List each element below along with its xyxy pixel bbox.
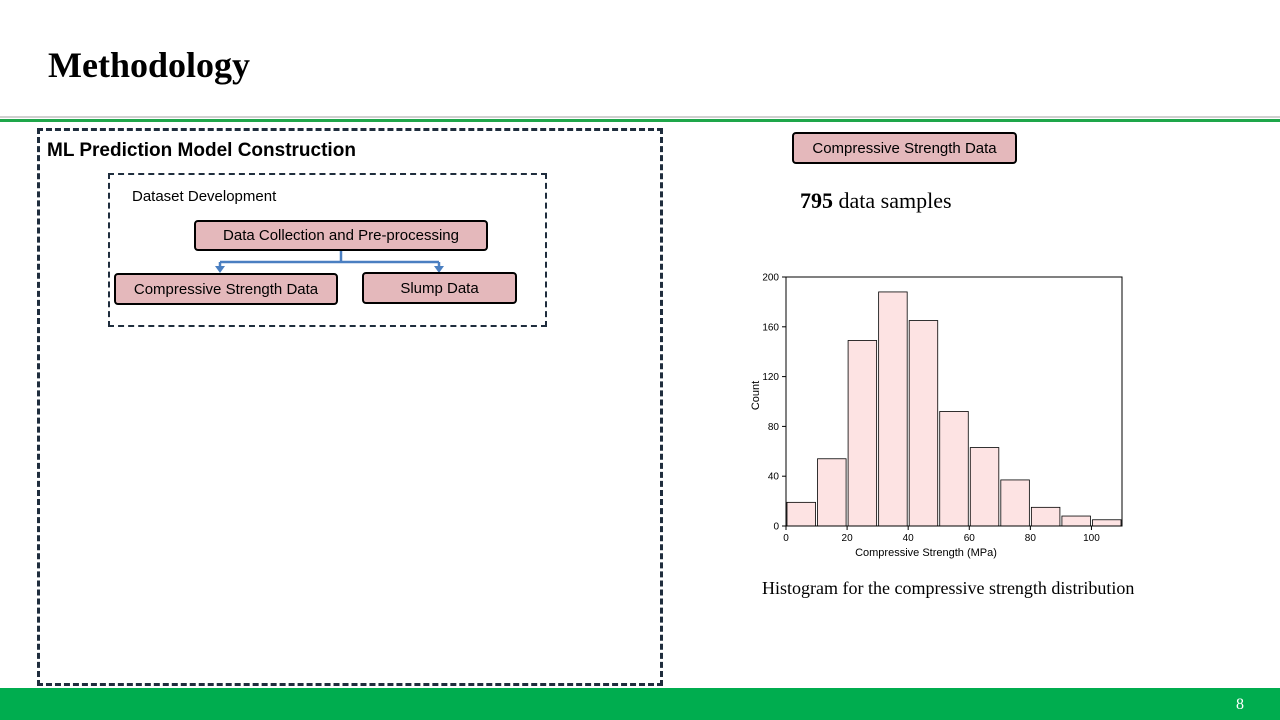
y-tick-label: 80 [768, 422, 780, 433]
histogram-bar [939, 411, 969, 527]
histogram-bar [969, 447, 1000, 527]
sample-count-text: 795 data samples [800, 188, 952, 214]
histogram-bar [1092, 519, 1122, 527]
x-tick-label: 80 [1025, 533, 1037, 544]
arrow-right-head [434, 266, 444, 273]
compressive-strength-data-box: Compressive Strength Data [114, 273, 338, 305]
histogram-bar [786, 501, 816, 527]
histogram-bar [908, 320, 939, 527]
dataset-development-frame [108, 173, 547, 327]
y-tick-label: 120 [762, 372, 779, 383]
header-divider-gray [0, 116, 1280, 118]
histogram-bar [847, 340, 878, 527]
x-tick-label: 0 [783, 533, 789, 544]
x-tick-label: 100 [1083, 533, 1100, 544]
histogram-caption: Histogram for the compressive strength d… [762, 578, 1135, 598]
x-tick-label: 60 [964, 533, 976, 544]
histogram-bar [1030, 506, 1061, 527]
y-tick-label: 160 [762, 322, 779, 333]
y-tick-label: 200 [762, 273, 779, 284]
sample-count: 795 [800, 188, 833, 213]
histogram-bar [878, 291, 908, 527]
page-number: 8 [1236, 696, 1244, 713]
slump-data-box: Slump Data [362, 272, 517, 304]
dataset-development-title: Dataset Development [132, 188, 277, 205]
histogram-bar [1000, 479, 1030, 527]
model-construction-title: ML Prediction Model Construction [47, 140, 356, 161]
y-tick-label: 0 [773, 522, 779, 533]
x-tick-label: 40 [903, 533, 915, 544]
x-axis-label: Compressive Strength (MPa) [855, 547, 997, 559]
data-collection-box: Data Collection and Pre-processing [194, 220, 488, 251]
y-axis-label: Count [750, 381, 762, 410]
histogram-bar [817, 458, 847, 527]
model-construction-frame [37, 128, 663, 686]
header-divider-green [0, 119, 1280, 122]
histogram-bar [1061, 515, 1091, 527]
sample-count-suffix: data samples [833, 188, 952, 213]
y-tick-label: 40 [768, 472, 780, 483]
x-tick-label: 20 [842, 533, 854, 544]
arrow-left-head [215, 266, 225, 273]
slide-title: Methodology [48, 45, 250, 85]
footer-bar: 8 [0, 688, 1280, 720]
compressive-strength-tag: Compressive Strength Data [792, 132, 1017, 164]
plot-frame [785, 276, 1123, 527]
